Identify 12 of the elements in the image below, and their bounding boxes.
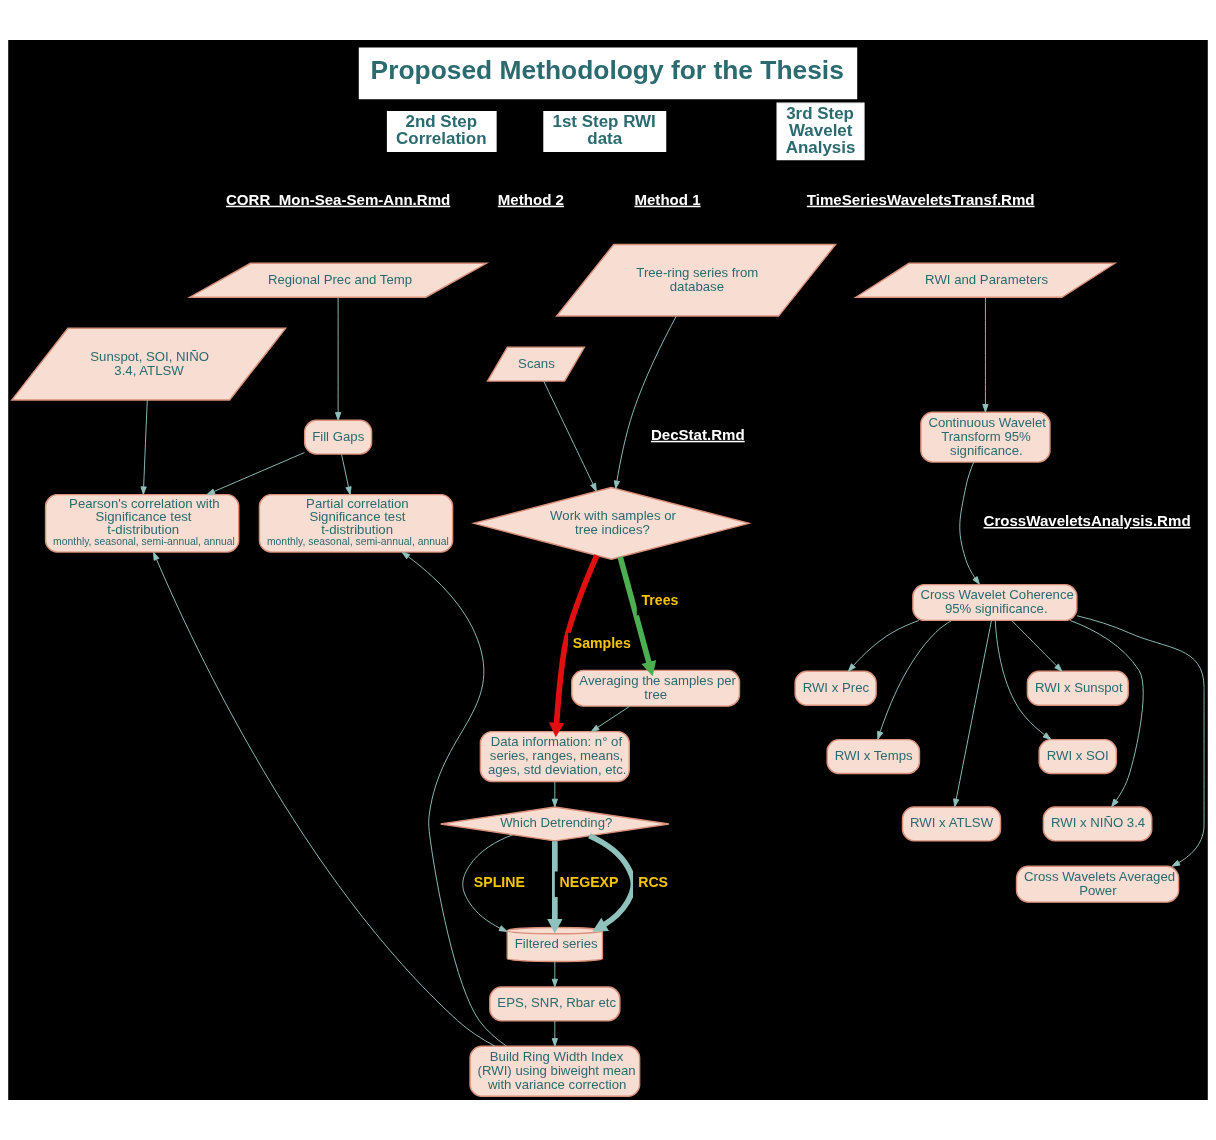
label: Method 1 [634,190,701,208]
edge-label: NEGEXP [559,874,619,891]
edge-label: Samples [572,635,631,652]
edge-label: Trees [641,592,679,609]
label: DecStat.Rmd [650,425,745,443]
label: CrossWaveletsAnalysis.Rmd [983,512,1191,529]
diagram-title: Proposed Methodology for the Thesis [370,55,844,86]
label: Method 2 [497,190,564,208]
label: TimeSeriesWaveletsTransf.Rmd [806,190,1035,208]
label: CORR Mon-Sea-Sem-Ann.Rmd [226,190,451,208]
edge-label: SPLINE [473,874,525,891]
edge-label: RCS [638,874,669,891]
